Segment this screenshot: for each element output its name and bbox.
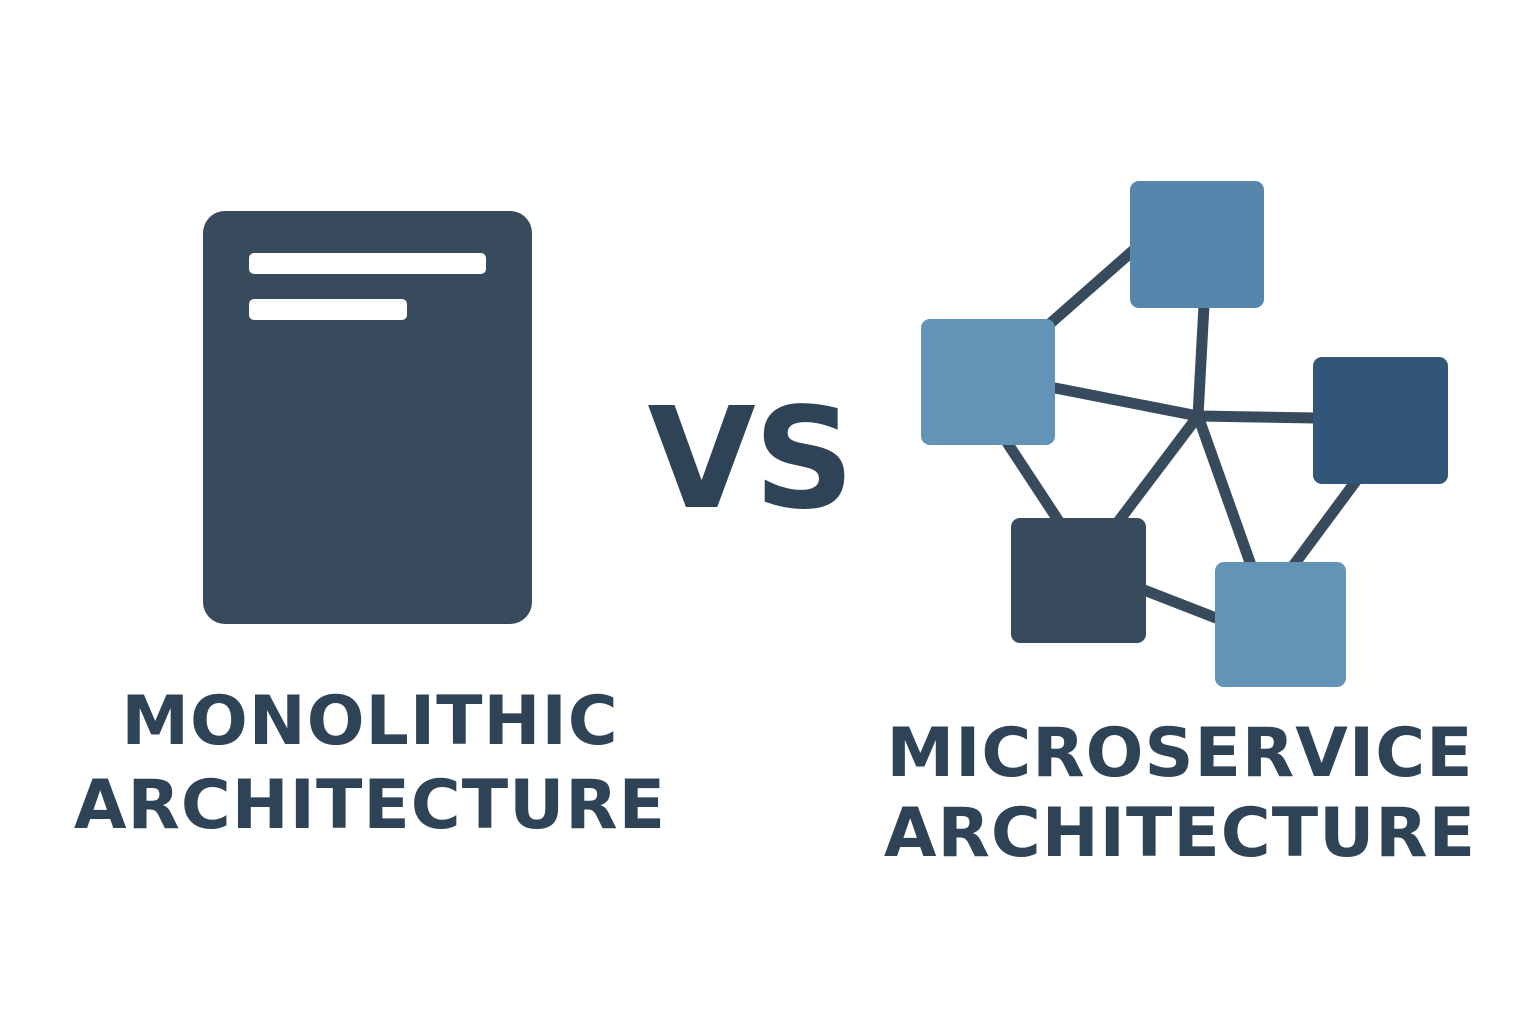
monolithic-architecture-label: MONOLITHIC ARCHITECTURE <box>60 688 680 840</box>
connector-bottomleft-bottomright <box>1138 584 1222 624</box>
service-node-right <box>1313 357 1448 484</box>
connector-hub-bottomleft <box>1112 410 1204 528</box>
monolithic-label-line2: ARCHITECTURE <box>73 766 667 845</box>
microservice-label-line2: ARCHITECTURE <box>883 794 1477 873</box>
monolith-icon <box>203 211 532 624</box>
connector-left-bottomleft <box>1002 438 1066 529</box>
connector-lines <box>1002 242 1362 624</box>
monolith-line-long <box>249 253 486 274</box>
connector-left-top <box>1039 242 1142 334</box>
service-node-bottom-right <box>1215 562 1346 687</box>
connector-top-hub <box>1192 299 1210 422</box>
connector-left-hub <box>1049 382 1204 422</box>
connector-hub-bottomright <box>1192 410 1258 574</box>
monolith-line-short <box>249 299 407 320</box>
service-node-top <box>1130 181 1264 308</box>
monolithic-label-line1: MONOLITHIC <box>121 682 619 761</box>
microservice-network <box>921 181 1448 687</box>
versus-label: VS <box>647 378 854 541</box>
microservice-architecture-label: MICROSERVICE ARCHITECTURE <box>860 720 1500 868</box>
connector-right-bottomright <box>1287 475 1362 572</box>
microservice-label-line1: MICROSERVICE <box>886 714 1474 793</box>
service-node-left <box>921 319 1055 445</box>
service-node-bottom-left <box>1011 518 1146 643</box>
connector-hub-right <box>1192 410 1321 424</box>
